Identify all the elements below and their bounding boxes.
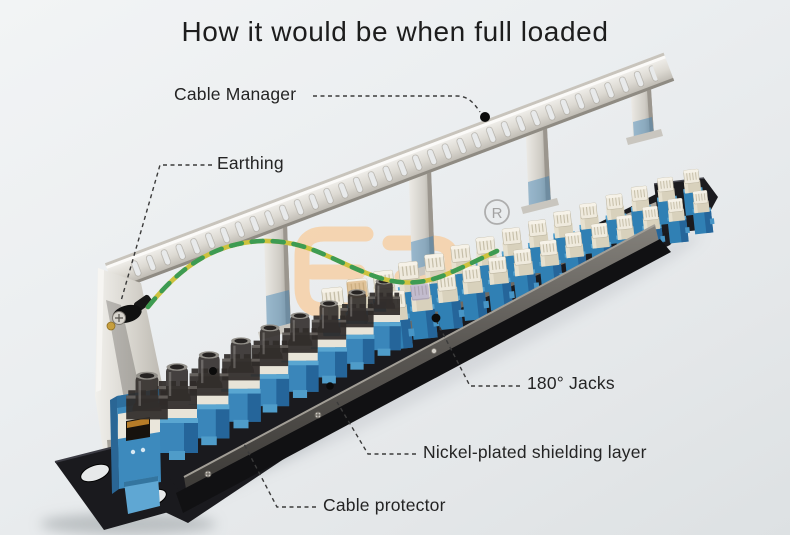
label-180-jacks: 180° Jacks xyxy=(527,373,615,393)
nickel-rail xyxy=(176,224,671,513)
leader-jacks-180 xyxy=(436,321,520,387)
label-cable-protector: Cable protector xyxy=(323,495,446,515)
annotation-dots xyxy=(431,112,490,323)
panel-hole xyxy=(209,367,217,375)
ear-hole xyxy=(80,463,110,483)
label-nickel-plated-shielding: Nickel-plated shielding layer xyxy=(423,442,647,462)
leader-lines xyxy=(120,95,520,508)
panel-bottom-lip xyxy=(176,239,671,513)
rail-screws xyxy=(204,347,437,478)
page-title: How it would be when full loaded xyxy=(181,16,609,47)
leader-nickel xyxy=(336,401,416,455)
registered-trademark-icon: R xyxy=(484,199,510,225)
front-jack-port xyxy=(110,370,170,514)
leader-cable-protector xyxy=(242,441,316,508)
front-krone-row xyxy=(381,189,716,351)
panel-hole xyxy=(326,382,334,390)
cable-manager-bar xyxy=(104,52,675,292)
earthing-terminal xyxy=(106,294,153,331)
front-jack-row xyxy=(110,278,401,514)
leader-earthing xyxy=(120,164,212,302)
leader-cable-manager xyxy=(313,95,481,113)
svg-text:R: R xyxy=(492,205,503,222)
label-cable-manager: Cable Manager xyxy=(174,84,297,104)
earthing-wire xyxy=(145,238,500,310)
cable-manager-slots xyxy=(121,62,660,285)
label-earthing: Earthing xyxy=(217,153,284,173)
